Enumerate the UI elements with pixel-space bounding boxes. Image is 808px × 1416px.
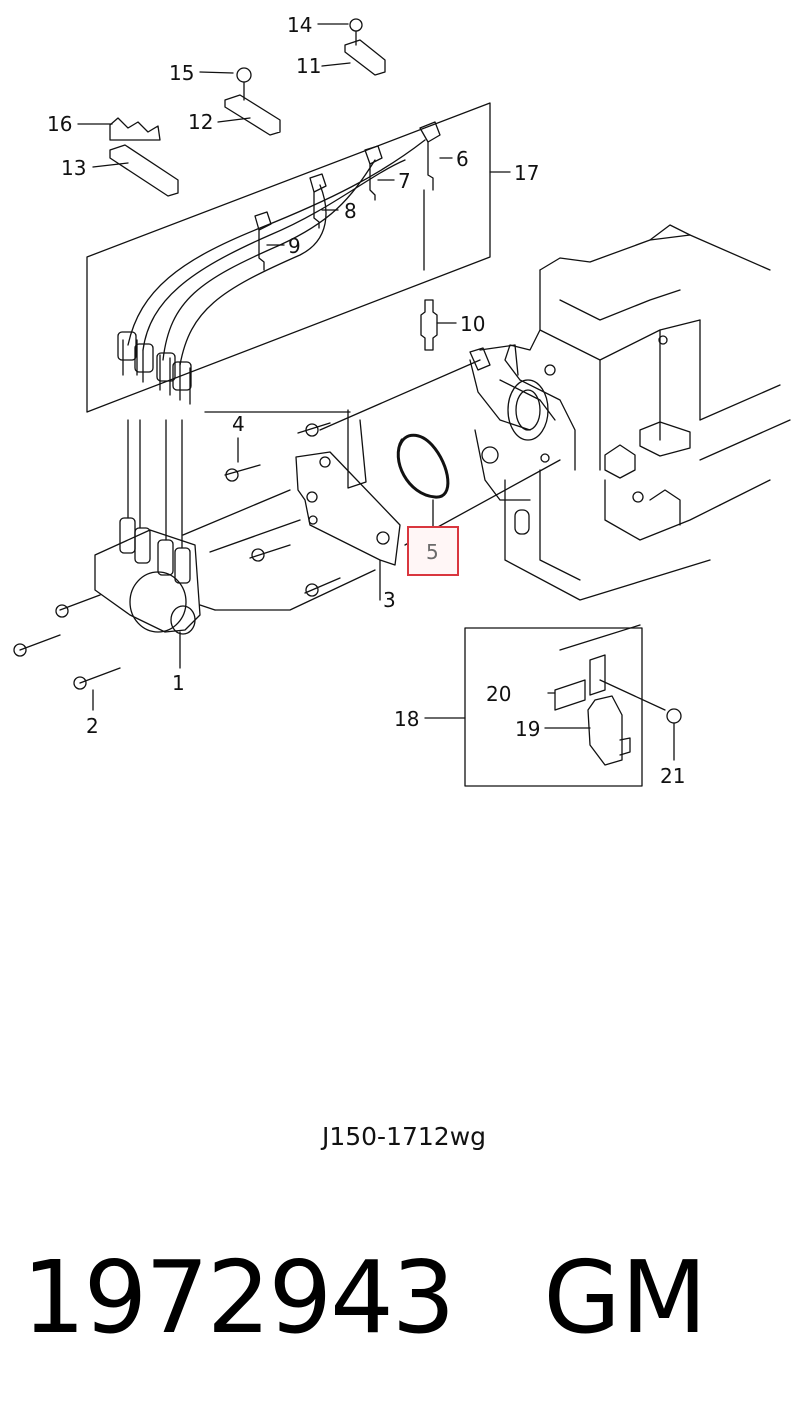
callout-16: 16 [47, 112, 72, 136]
exploded-parts-diagram: 1 2 3 4 5 6 7 8 9 10 11 12 13 14 15 16 1… [13, 13, 791, 788]
callout-14: 14 [287, 13, 312, 37]
callout-8: 8 [344, 199, 357, 223]
spark-plug [420, 299, 438, 351]
part-number: 1972943 [22, 1239, 455, 1356]
coil-bracket-assembly [13, 347, 561, 690]
callout-19: 19 [515, 717, 540, 741]
callout-leader-lines [77, 23, 591, 729]
callout-18: 18 [394, 707, 419, 731]
callout-1: 1 [172, 671, 185, 695]
o-ring-gasket [396, 433, 450, 499]
callout-5: 5 [426, 540, 439, 564]
callout-13: 13 [61, 156, 86, 180]
sensor-assembly-box [464, 624, 682, 787]
brand-name: GM [543, 1239, 708, 1356]
callout-12: 12 [188, 110, 213, 134]
callout-7: 7 [398, 169, 411, 193]
callout-20: 20 [486, 682, 511, 706]
callout-4: 4 [232, 412, 245, 436]
callout-6: 6 [456, 147, 469, 171]
callout-3: 3 [383, 588, 396, 612]
callout-labels: 1 2 3 4 5 6 7 8 9 10 11 12 13 14 15 16 1… [47, 13, 685, 788]
callout-15: 15 [169, 61, 194, 85]
wire-clips-and-brackets [109, 18, 386, 197]
callout-21: 21 [660, 764, 685, 788]
part-footer: 1972943 GM [22, 1238, 707, 1358]
ignition-coil [94, 419, 201, 669]
engine-block [469, 224, 791, 601]
callout-10: 10 [460, 312, 485, 336]
callout-11: 11 [296, 54, 321, 78]
drawing-code: J150-1712wg [321, 1122, 487, 1151]
callout-2: 2 [86, 714, 99, 738]
callout-9: 9 [288, 234, 301, 258]
highlight-box [407, 526, 459, 576]
callout-17: 17 [514, 161, 539, 185]
ignition-wire-set-group [86, 102, 491, 413]
